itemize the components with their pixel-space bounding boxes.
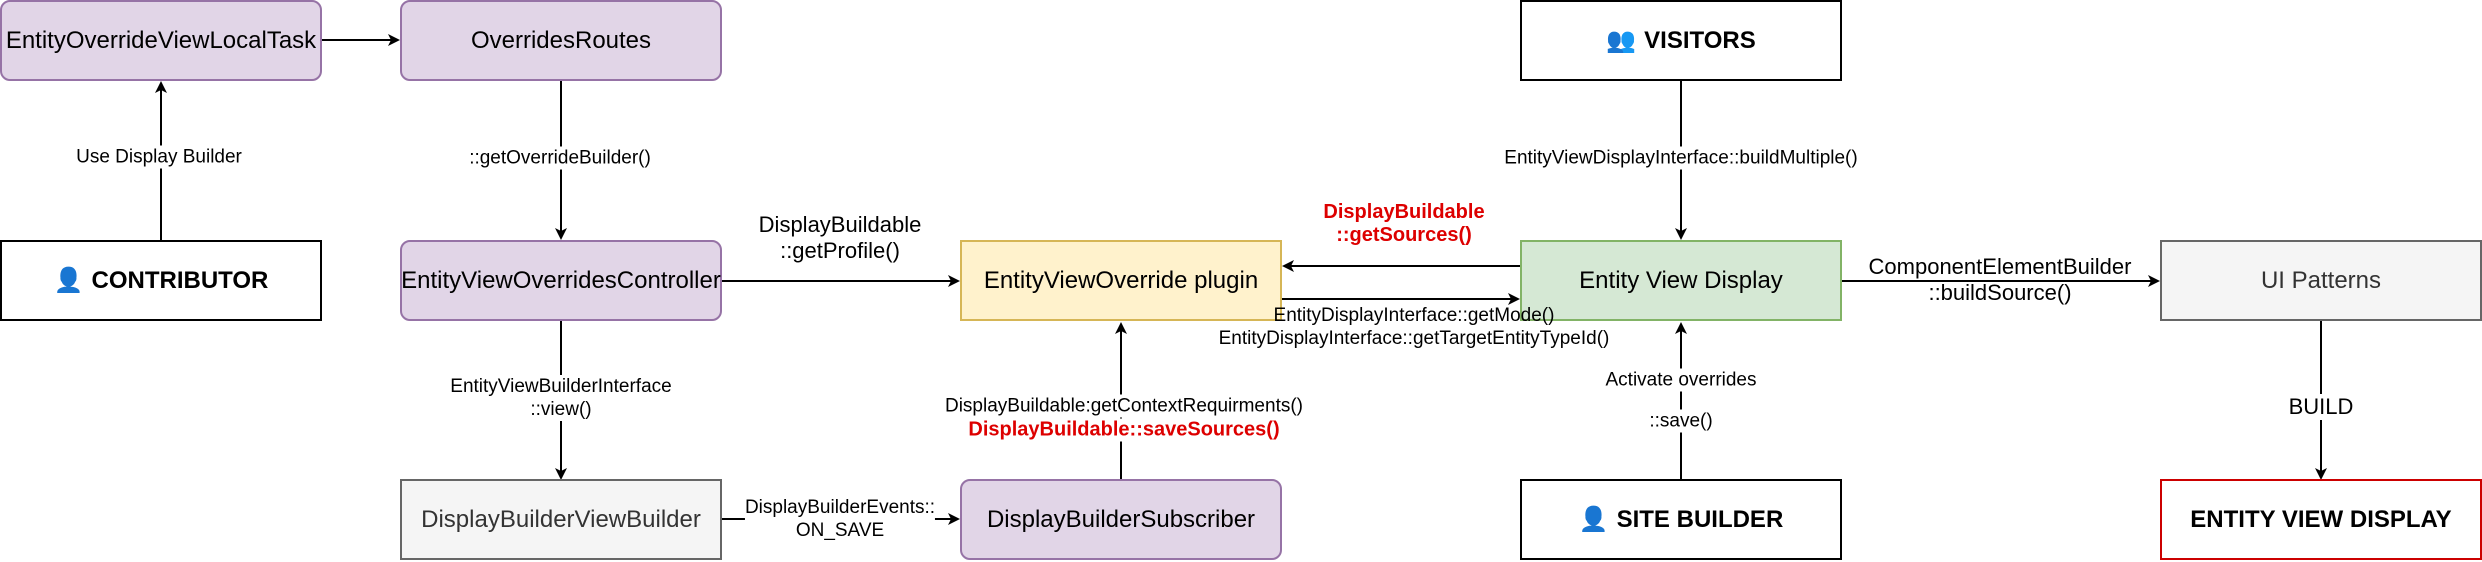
visitors-node[interactable]: 👥 VISITORS xyxy=(1520,0,1842,81)
node-label: SITE BUILDER xyxy=(1616,505,1784,533)
edge-label-view: EntityViewBuilderInterface ::view() xyxy=(450,375,672,421)
node-label: EntityViewOverridesController xyxy=(401,266,721,294)
node-label: DisplayBuilderViewBuilder xyxy=(421,505,701,533)
edge-label-on-save: DisplayBuilderEvents:: ON_SAVE xyxy=(744,496,936,542)
entity-view-override-plugin-node[interactable]: EntityViewOverride plugin xyxy=(960,240,1282,321)
ui-patterns-node[interactable]: UI Patterns xyxy=(2160,240,2482,321)
entity-view-display-result-node[interactable]: ENTITY VIEW DISPLAY xyxy=(2160,479,2482,560)
users-icon: 👥 xyxy=(1606,27,1637,54)
node-label: UI Patterns xyxy=(2260,266,2382,294)
entity-view-overrides-controller-node[interactable]: EntityViewOverridesController xyxy=(400,240,722,321)
node-label: EntityOverrideViewLocalTask xyxy=(5,26,317,54)
site-builder-node[interactable]: 👤 SITE BUILDER xyxy=(1520,479,1842,560)
entity-override-view-local-task-node[interactable]: EntityOverrideViewLocalTask xyxy=(0,0,322,81)
node-label: ENTITY VIEW DISPLAY xyxy=(2190,505,2452,533)
node-label: CONTRIBUTOR xyxy=(91,266,269,294)
edge-label-save-sources: DisplayBuildable::saveSources() xyxy=(968,418,1280,442)
edge-label-use-display-builder: Use Display Builder xyxy=(76,145,242,169)
edge-label-get-profile: DisplayBuildable ::getProfile() xyxy=(758,212,922,263)
display-builder-view-builder-node[interactable]: DisplayBuilderViewBuilder xyxy=(400,479,722,560)
node-label: DisplayBuilderSubscriber xyxy=(986,505,1256,533)
edge-label-build-source: ComponentElementBuilder ::buildSource() xyxy=(1868,254,2132,305)
node-label: Entity View Display xyxy=(1579,266,1783,294)
edge-label-save: ::save() xyxy=(1649,409,1713,433)
display-builder-subscriber-node[interactable]: DisplayBuilderSubscriber xyxy=(960,479,1282,560)
edge-label-get-mode: EntityDisplayInterface::getMode() Entity… xyxy=(1218,305,1610,349)
user-icon: 👤 xyxy=(1578,506,1609,533)
user-icon: 👤 xyxy=(53,267,84,294)
edge-label-build-multiple: EntityViewDisplayInterface::buildMultipl… xyxy=(1504,146,1858,170)
node-label: VISITORS xyxy=(1644,26,1756,54)
edge-label-get-override-builder: ::getOverrideBuilder() xyxy=(469,146,651,170)
edge-label-get-sources: DisplayBuildable ::getSources() xyxy=(1323,201,1485,246)
entity-view-display-node[interactable]: Entity View Display xyxy=(1520,240,1842,321)
node-label: OverridesRoutes xyxy=(470,26,652,54)
edge-label-activate-overrides: Activate overrides xyxy=(1605,368,1757,392)
overrides-routes-node[interactable]: OverridesRoutes xyxy=(400,0,722,81)
node-label: EntityViewOverride plugin xyxy=(983,266,1259,294)
edge-label-build: BUILD xyxy=(2288,394,2354,420)
edge-label-context-requirements: DisplayBuildable:getContextRequirments() xyxy=(944,394,1304,418)
contributor-node[interactable]: 👤 CONTRIBUTOR xyxy=(0,240,322,321)
